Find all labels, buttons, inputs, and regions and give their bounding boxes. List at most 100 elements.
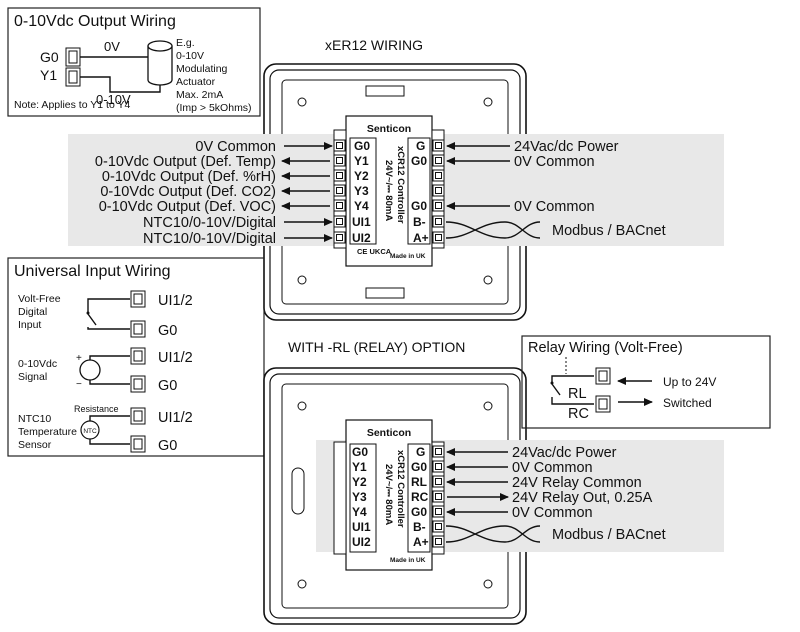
terminal-screw: [333, 184, 346, 197]
xer12-rating: 24V~/⎓ 80mA: [383, 160, 394, 221]
xer12-term-g0: G0: [354, 139, 370, 153]
g0-label-1: G0: [158, 323, 177, 339]
relay-term-g0-right: G0: [411, 460, 427, 474]
label-output-rh: 0-10Vdc Output (Def. %rH): [102, 169, 276, 185]
switch-icon: [86, 298, 130, 330]
relay-product: xCR12 Controller: [395, 450, 406, 528]
output-terminal-g0: G0: [40, 49, 59, 65]
terminal-screw: [130, 320, 146, 338]
relay-right-terminals: G G0 RL RC G0 B- A+: [411, 445, 445, 549]
output-terminal-block: [65, 47, 81, 87]
xer12-term-a-plus: A+: [413, 231, 429, 245]
relay-term-g0: G0: [352, 445, 368, 459]
terminal-screw: [130, 375, 146, 393]
xer12-product: xCR12 Controller: [395, 146, 406, 224]
ui-label-1: UI1/2: [158, 293, 193, 309]
actuator-icon: [147, 40, 173, 86]
terminal-screw: [130, 347, 146, 365]
terminal-screw: [432, 199, 445, 212]
terminal-screw: [432, 460, 445, 473]
output-wire-0v: 0V: [104, 39, 120, 54]
xer12-made-in: Made in UK: [390, 253, 426, 260]
relay-left-terminals: G0 Y1 Y2 Y3 Y4 UI1 UI2: [352, 445, 371, 549]
xer12-term-y3: Y3: [354, 184, 369, 198]
terminal-screw: [432, 215, 445, 228]
relay-label-relay-out: 24V Relay Out, 0.25A: [512, 490, 653, 506]
ui-label-2: UI1/2: [158, 350, 193, 366]
label-0v-common-right: 0V Common: [514, 154, 595, 170]
output-wiring-panel: 0-10Vdc Output Wiring G0 Y1 0V 0-10V E.g…: [7, 7, 261, 117]
relay-label-0v-common-lower: 0V Common: [512, 505, 593, 521]
terminal-screw: [432, 184, 445, 197]
terminal-screw: [333, 169, 346, 182]
signal-text: 0-10Vdc Signal: [18, 358, 60, 383]
xer12-term-g0-lower: G0: [411, 199, 427, 213]
xer12-left-terminals: G0 Y1 Y2 Y3 Y4 UI1 UI2: [333, 139, 371, 245]
xer12-right-wires: [445, 142, 541, 239]
terminal-screw: [333, 154, 346, 167]
xer12-marks: CE UKCA: [357, 247, 392, 256]
label-ui2: NTC10/0-10V/Digital: [143, 231, 276, 247]
terminal-screw: [432, 520, 445, 533]
g0-label-2: G0: [158, 378, 177, 394]
relay-term-ui2: UI2: [352, 535, 371, 549]
minus-sign: −: [76, 379, 82, 390]
terminal-screw: [432, 490, 445, 503]
xer12-term-ui1: UI1: [352, 215, 371, 229]
label-output-voc: 0-10Vdc Output (Def. VOC): [99, 199, 276, 215]
relay-term-y4: Y4: [352, 505, 367, 519]
xer12-term-y2: Y2: [354, 169, 369, 183]
terminal-screw: [432, 475, 445, 488]
relay-wiring-panel: Relay Wiring (Volt-Free) RL RC Up to 24V…: [521, 335, 771, 429]
label-0v-common: 0V Common: [195, 139, 276, 155]
actuator-example-text: E.g. 0-10V Modulating Actuator Max. 2mA …: [176, 37, 252, 114]
relay-label-relay-common: 24V Relay Common: [512, 475, 642, 491]
resistance-label: Resistance: [74, 404, 119, 414]
ui-label-3: UI1/2: [158, 410, 193, 426]
relay-right-labels: 24Vac/dc Power 0V Common 24V Relay Commo…: [512, 445, 666, 543]
xer12-term-ui2: UI2: [352, 231, 371, 245]
relay-label-0v-common: 0V Common: [512, 460, 593, 476]
terminal-screw: [432, 139, 445, 152]
xer12-term-g: G: [416, 139, 425, 153]
terminal-screw: [333, 231, 346, 244]
label-output-co2: 0-10Vdc Output (Def. CO2): [100, 184, 276, 200]
terminal-screw: [333, 215, 346, 228]
xer12-term-b-minus: B-: [413, 215, 426, 229]
voltage-source-icon: [79, 355, 130, 385]
output-wiring-title: 0-10Vdc Output Wiring: [14, 13, 176, 30]
xer12-left-wires: [281, 142, 333, 242]
terminal-screw: [130, 435, 146, 453]
terminal-screw: [130, 290, 146, 308]
relay-wiring-rc: RC: [568, 406, 589, 422]
terminal-screw: [432, 535, 445, 548]
relay-term-y3: Y3: [352, 490, 367, 504]
xer12-right-terminals: G G0 G0 B- A+: [411, 139, 445, 245]
xer12-controller-module: Senticon 24V~/⎓ 80mA xCR12 Controller CE…: [333, 115, 445, 267]
terminal-screw: [130, 407, 146, 425]
output-terminal-y1: Y1: [40, 67, 57, 83]
terminal-screw: [432, 231, 445, 244]
relay-term-b-minus: B-: [413, 520, 426, 534]
output-wiring-note: Note: Applies to Y1 to Y4: [14, 99, 131, 111]
universal-input-title: Universal Input Wiring: [14, 263, 171, 280]
relay-wiring-title: Relay Wiring (Volt-Free): [528, 340, 683, 356]
relay-term-ui1: UI1: [352, 520, 371, 534]
ntc-symbol: NTC: [83, 428, 97, 435]
ntc-text: NTC10 Temperature Sensor: [18, 413, 80, 451]
output-wire-0-10v: 0-10V: [96, 92, 131, 107]
relay-term-g0-lower: G0: [411, 505, 427, 519]
g0-label-3: G0: [158, 438, 177, 454]
terminal-screw: [432, 505, 445, 518]
terminal-screw: [333, 199, 346, 212]
label-0v-common-lower: 0V Common: [514, 199, 595, 215]
label-modbus-bacnet: Modbus / BACnet: [552, 223, 666, 239]
relay-term-a-plus: A+: [413, 535, 429, 549]
relay-made-in: Made in UK: [390, 557, 426, 564]
terminal-screw: [432, 445, 445, 458]
relay-term-rc: RC: [411, 490, 429, 504]
ntc-sensor-icon: [80, 415, 130, 445]
relay-brand: Senticon: [367, 427, 411, 439]
xer12-brand: Senticon: [367, 123, 411, 135]
